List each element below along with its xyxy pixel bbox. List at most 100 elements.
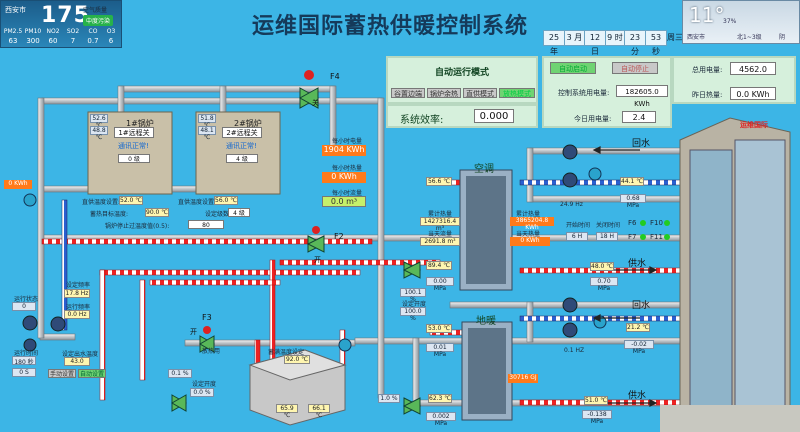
yesterday-heat-label: 昨日热量: [692, 91, 723, 99]
temp-set-value[interactable]: 43.0 [64, 357, 90, 366]
manual-set-button[interactable]: 手动设置 [48, 369, 76, 378]
run-time-label: 运行时间 [14, 350, 39, 357]
weather-panel: 11° 37% 西安市 北1~3级 阴 [682, 0, 800, 44]
boiler1-temp2: 48.8 ℃ [90, 126, 108, 141]
boiler2-name: 2#锅炉 [234, 119, 262, 128]
boiler1-name: 1#锅炉 [126, 119, 154, 128]
pollutant-value: 7 [70, 37, 76, 45]
setting-level-label: 设定级数 [205, 211, 230, 218]
pollutant-name: SO2 [66, 28, 80, 35]
mode-button-release[interactable]: 放热模式 [499, 88, 535, 98]
clock-second: 53 秒 [645, 30, 667, 56]
fan-f10-indicator [664, 220, 670, 226]
fan-f11: F11 [650, 233, 663, 241]
ctrl-power-value: 182605.0 KWh [616, 85, 668, 108]
aircon-today-heat-value: 0 KWh [510, 237, 550, 246]
weather-humidity: 37% [723, 18, 737, 25]
tank-set-label: 蓄满温度设定 [268, 349, 305, 356]
freq-set-label: 设定频率 [66, 282, 91, 289]
floor-pump-freq: 0.1 HZ [564, 347, 585, 354]
aircon-cum-heat2-label: 累计热量 [516, 211, 541, 218]
valve-f4-label: F4 [330, 72, 340, 81]
aircon-set-open-label: 设定开度 [402, 301, 427, 308]
clock-hour: 9 时 [605, 30, 625, 46]
freq-set-value[interactable]: 17.8 Hz [64, 289, 90, 298]
floor-supply-temp: 51.0 ℃ [584, 396, 608, 405]
aircon-today-flow-label: 当天流量 [428, 231, 453, 238]
floor-mid-pressure: 0.002 MPa [426, 412, 456, 427]
pollutant-name: O3 [106, 28, 116, 35]
pollutant-value: 300 [26, 37, 40, 45]
boiler2-status: 通讯正常! [226, 142, 257, 150]
today-power-value: 2.4 [622, 111, 656, 123]
mode-button-valley[interactable]: 谷置边端 [391, 88, 425, 98]
boiler-stop-label: 锅炉停止过温度值(0.5): [105, 223, 170, 230]
auto-stop-button[interactable]: 自动停止 [612, 62, 658, 74]
open-time-value[interactable]: 6 H [566, 232, 588, 241]
valve-f2-state[interactable]: 开 [314, 256, 321, 264]
aqi-grade: 中度污染 [83, 15, 114, 26]
pollutant-name: PM10 [24, 28, 42, 35]
pollutant-value: 60 [48, 37, 58, 45]
hour-heat-label: 每小时热量 [332, 165, 363, 172]
aircon-open-pct[interactable]: 100.0 % [400, 307, 426, 322]
total-power-value: 4562.0 [730, 62, 776, 75]
boiler-stop-value[interactable]: 80 [188, 220, 224, 229]
run-time-value[interactable]: 180 秒 [12, 356, 36, 366]
boiler2-remote-button[interactable]: 2#远程关 [222, 127, 262, 138]
pollutant-value: 0.7 [87, 37, 99, 45]
heat-target-value[interactable]: 90.0 ℃ [145, 208, 169, 217]
building-sign: 运维国际 [740, 121, 768, 129]
pollutant-name: NO2 [46, 28, 60, 35]
valve-f3-label: F3 [202, 313, 212, 322]
boiler2-temp2: 48.1 ℃ [198, 126, 216, 141]
tank-valve-set-label: 设定开度 [192, 381, 217, 388]
run-state-value: 0 [12, 302, 36, 311]
clock-day: 12 日 [584, 30, 606, 56]
clock-year: 25 年 [543, 30, 565, 56]
tank-valve-set-value[interactable]: 0.0 % [190, 388, 214, 397]
freq-run-value: 0.0 Hz [64, 310, 90, 319]
aqi-label: 空气质量 [83, 7, 108, 14]
weather-temp: 11° [689, 3, 725, 27]
valve-f3-state[interactable]: 开 [190, 328, 197, 336]
floor-open-pct[interactable]: 1.0 % [378, 394, 400, 403]
control-panel: 自动启动 自动停止 控制系统用电量: 182605.0 KWh 今日用电量: 2… [542, 56, 672, 128]
close-time-value[interactable]: 18 H [596, 232, 618, 241]
today-power-label: 今日用电量: [574, 115, 612, 123]
floor-supply-label: 供水 [628, 391, 647, 401]
page-title: 运维国际蓄热供暖控制系统 [251, 14, 528, 39]
efficiency-panel: 系统效率: 0.000 [386, 104, 538, 128]
aircon-today-heat-label: 当天热量 [516, 231, 541, 238]
aqi-panel: 西安市 175 空气质量 中度污染 PM2.5 PM10 NO2 SO2 CO … [0, 0, 122, 48]
heat-target-label: 蓄热目标温度: [90, 211, 129, 218]
boiler1-temp1: 52.6 ℃ [90, 114, 108, 129]
floor-pressure: 0.01 MPa [426, 343, 454, 358]
boiler1-status: 通讯正常! [118, 142, 149, 150]
aircon-return-label: 回水 [632, 139, 651, 149]
setting-level-value[interactable]: 4 级 [228, 208, 250, 217]
floor-supply-pressure: -0.138 MPa [582, 410, 612, 425]
floor-heat-total: 30716 GJ [508, 374, 538, 383]
boiler2-set-label: 直供温度设置: [178, 199, 217, 206]
clock-minute: 23 分 [624, 30, 646, 56]
mode-button-boiler-heat[interactable]: 锅炉余热 [427, 88, 461, 98]
boiler2-set-value[interactable]: 56.0 ℃ [214, 196, 238, 205]
floor-in-temp: 53.0 ℃ [426, 324, 452, 333]
pollutant-value: 6 [108, 37, 114, 45]
auto-mode-title: 自动运行模式 [434, 68, 489, 78]
tank-set-value[interactable]: 92.0 ℃ [284, 355, 310, 364]
auto-set-button[interactable]: 自动设置 [78, 369, 106, 378]
boiler1-set-value[interactable]: 52.0 ℃ [119, 196, 143, 205]
weather-desc: 阴 [779, 34, 786, 41]
boiler1-remote-button[interactable]: 1#远程关 [114, 127, 154, 138]
auto-start-button[interactable]: 自动启动 [550, 62, 596, 74]
valve-f3-purpose: 放热用 [202, 348, 221, 355]
mode-button-direct[interactable]: 直供模式 [463, 88, 497, 98]
hour-power-value: 1904 KWh [322, 145, 366, 156]
freq-run-label: 运行频率 [66, 304, 91, 311]
aircon-supply-temp: 48.0 ℃ [590, 262, 614, 271]
valve-f4-state[interactable]: 关 [312, 99, 319, 107]
aircon-in-temp: 56.6 ℃ [426, 177, 452, 186]
